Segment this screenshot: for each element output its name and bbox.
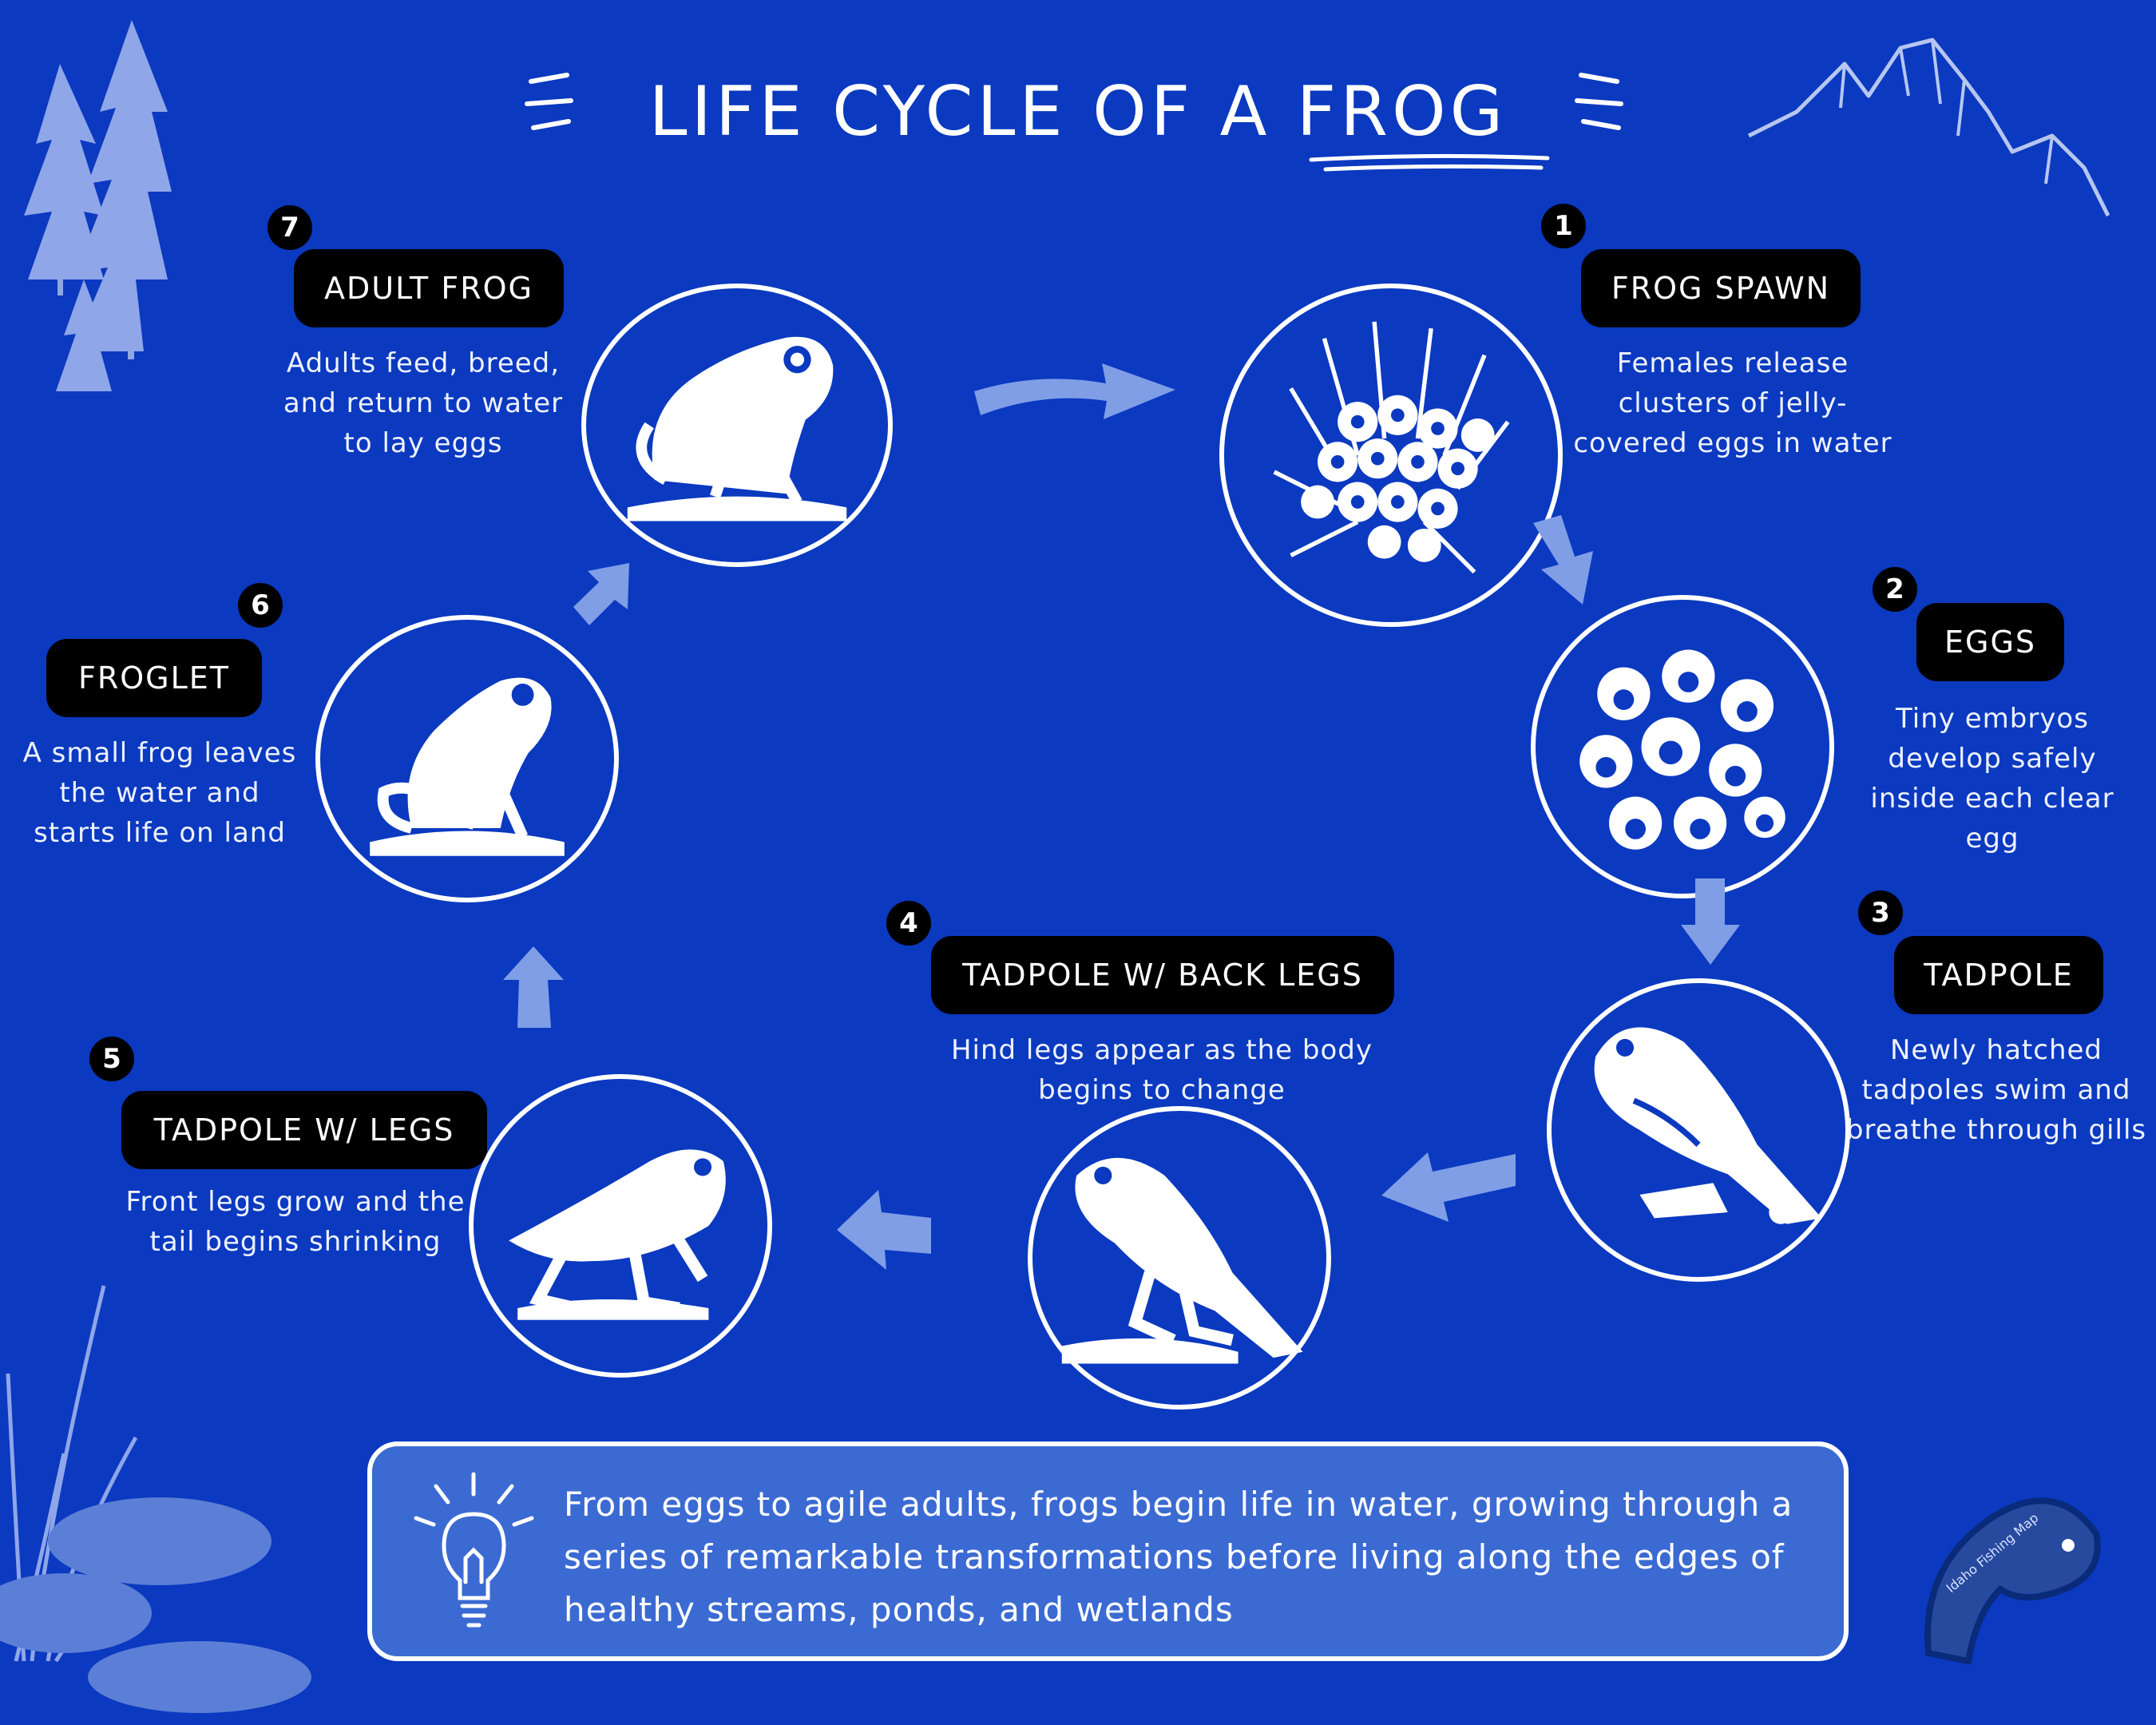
stage-2-description: Tiny embryos develop safely inside each … bbox=[1870, 703, 2114, 855]
stage-2-label: EGGS bbox=[1916, 603, 2064, 681]
stage-4-label: TADPOLE W/ BACK LEGS bbox=[931, 936, 1394, 1014]
grass-rocks-icon bbox=[0, 1285, 311, 1713]
pine-trees-icon bbox=[24, 20, 172, 391]
frog-spawn-icon bbox=[1273, 321, 1510, 574]
tadpole-illustration bbox=[1547, 978, 1850, 1282]
eggs-icon bbox=[1579, 649, 1785, 850]
title-left-dash-icon bbox=[525, 73, 573, 130]
arrow-7-to-1-icon bbox=[974, 363, 1175, 419]
stage-7-label: ADULT FROG bbox=[294, 249, 564, 327]
stage-4-number: 4 bbox=[886, 901, 931, 946]
stage-5-number: 5 bbox=[89, 1037, 134, 1081]
adult-frog-illustration bbox=[581, 284, 893, 567]
adult-frog-icon bbox=[627, 336, 847, 521]
stage-6-description: A small frog leaves the water and starts… bbox=[22, 737, 297, 849]
lightbulb-icon bbox=[414, 1472, 534, 1628]
tip-box: From eggs to agile adults, frogs begin l… bbox=[367, 1441, 1849, 1661]
stage-2-number: 2 bbox=[1873, 567, 1917, 612]
stage-1-number: 1 bbox=[1541, 204, 1586, 248]
stage-3-number: 3 bbox=[1858, 890, 1903, 935]
arrow-5-to-6-icon bbox=[503, 946, 564, 1028]
arrow-4-to-5-icon bbox=[837, 1190, 931, 1270]
title-right-dash-icon bbox=[1575, 73, 1623, 130]
tadpole-legs-icon bbox=[509, 1149, 726, 1320]
tadpole-legs-illustration bbox=[469, 1074, 772, 1378]
froglet-icon bbox=[370, 677, 565, 856]
stage-6-label: FROGLET bbox=[46, 639, 262, 717]
mountains-icon bbox=[1747, 38, 2110, 217]
stage-3-description: Newly hatched tadpoles swim and breathe … bbox=[1845, 1034, 2147, 1146]
stage-6-number: 6 bbox=[238, 583, 283, 628]
stage-1-label: FROG SPAWN bbox=[1581, 249, 1861, 327]
frog-spawn-illustration bbox=[1219, 284, 1563, 627]
title-underline-icon bbox=[1309, 153, 1550, 172]
stage-3-label: TADPOLE bbox=[1894, 936, 2103, 1014]
tip-text: From eggs to agile adults, frogs begin l… bbox=[564, 1485, 1793, 1629]
tadpole-back-legs-illustration bbox=[1028, 1106, 1331, 1410]
tadpole-back-legs-icon bbox=[1061, 1157, 1303, 1364]
eggs-illustration bbox=[1531, 595, 1834, 898]
stage-7-description: Adults feed, breed, and return to water … bbox=[283, 347, 564, 459]
stage-7-number: 7 bbox=[268, 205, 312, 250]
stage-5-label: TADPOLE W/ LEGS bbox=[121, 1091, 487, 1169]
arrow-6-to-7-icon bbox=[573, 563, 629, 625]
arrow-1-to-2-icon bbox=[1533, 515, 1593, 605]
title-area: LIFE CYCLE OF A FROG bbox=[0, 56, 2156, 176]
tadpole-icon bbox=[1594, 1027, 1822, 1224]
stage-1-description: Females release clusters of jelly-covere… bbox=[1573, 347, 1892, 459]
froglet-illustration bbox=[315, 615, 619, 902]
arrow-3-to-4-icon bbox=[1381, 1152, 1516, 1222]
stage-5-description: Front legs grow and the tail begins shri… bbox=[125, 1186, 466, 1258]
stage-4-description: Hind legs appear as the body begins to c… bbox=[950, 1034, 1373, 1106]
fish-logo-icon bbox=[1924, 1497, 2101, 1665]
arrow-2-to-3-icon bbox=[1681, 878, 1740, 965]
page-title: LIFE CYCLE OF A FROG bbox=[648, 72, 1508, 152]
